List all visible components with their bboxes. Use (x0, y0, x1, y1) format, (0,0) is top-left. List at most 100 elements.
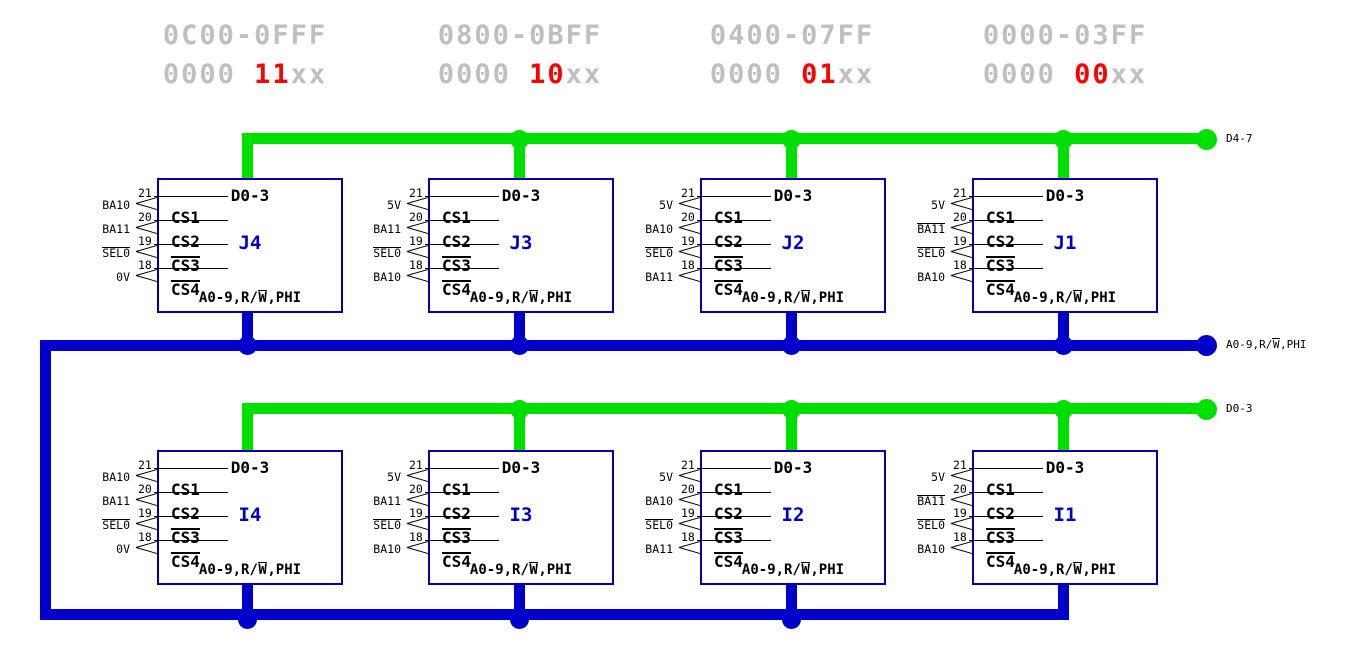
pin-label: CS1 (986, 480, 1015, 499)
chip-i4[interactable]: D0-3 I4 CS1 CS2 CS3 CS4 A0-9,R/W,PHI (157, 450, 343, 585)
chip-j4[interactable]: D0-3 J4 CS1 CS2 CS3 CS4 A0-9,R/W,PHI (157, 178, 343, 313)
ext-pinnum-0: 21 (953, 186, 967, 200)
pin-label: CS1 (986, 208, 1015, 227)
ext-pinnum-0: 21 (409, 458, 423, 472)
addr-label-a: A0-9,R/ (469, 290, 529, 306)
ext-pinnum-0: 21 (681, 186, 695, 200)
signal-label: BA11 (102, 494, 130, 508)
chip-pin-list: CS1 CS2 CS3 CS4 (986, 206, 1015, 302)
ext-wire-3c (154, 540, 228, 541)
chip-data-pins-label: D0-3 (501, 458, 541, 477)
pin-label-overbar: CS4 (171, 280, 200, 299)
d0-3-bus-horizontal (242, 403, 1205, 414)
addr-label-w-overbar: W (1072, 290, 1083, 306)
chip-j3[interactable]: D0-3 J3 CS1 CS2 CS3 CS4 A0-9,R/W,PHI (428, 178, 614, 313)
ext-wire-2b (135, 251, 158, 259)
pin-label-overbar: CS4 (442, 280, 471, 299)
mask-highlight: 00 (1074, 59, 1111, 90)
ext-pinnum-0: 21 (681, 458, 695, 472)
address-range-label: 0400-07FF (709, 20, 875, 51)
ext-wire-3c (969, 268, 1043, 269)
ext-wire-1c (154, 220, 228, 221)
ext-signal-2: SEL0 (885, 246, 945, 260)
ext-wire-1b (135, 499, 158, 507)
chip-pin-cs1: CS1 (171, 206, 200, 230)
ext-wire-3b (406, 547, 429, 555)
pin-number: 18 (138, 258, 152, 272)
ext-wire-0b (135, 203, 158, 211)
junction-dot-d4-7-j3 (510, 130, 529, 149)
ext-pinnum-1: 20 (681, 482, 695, 496)
ext-pinnum-2: 19 (409, 234, 423, 248)
pin-number: 20 (409, 482, 423, 496)
pin-label: CS2 (171, 504, 200, 523)
chip-address-pins-label: A0-9,R/W,PHI (702, 290, 884, 306)
pin-label-overbar: CS3 (442, 528, 471, 547)
mask-prefix: 0000 (982, 59, 1075, 90)
addr-label-w-overbar: W (528, 562, 539, 578)
ext-pinnum-1: 20 (409, 210, 423, 224)
signal-label-overbar: BA11 (917, 494, 945, 508)
ext-wire-3b (950, 547, 973, 555)
mask-prefix: 0000 (437, 59, 530, 90)
chip-i1[interactable]: D0-3 I1 CS1 CS2 CS3 CS4 A0-9,R/W,PHI (972, 450, 1158, 585)
ext-pinnum-3: 18 (953, 530, 967, 544)
pin-number: 18 (681, 258, 695, 272)
d0-3-stub-i4 (242, 403, 253, 452)
chip-j2[interactable]: D0-3 J2 CS1 CS2 CS3 CS4 A0-9,R/W,PHI (700, 178, 886, 313)
pin-label-overbar: CS3 (442, 256, 471, 275)
chip-data-pins-label: D0-3 (230, 186, 270, 205)
chip-i2[interactable]: D0-3 I2 CS1 CS2 CS3 CS4 A0-9,R/W,PHI (700, 450, 886, 585)
ext-pinnum-3: 18 (138, 258, 152, 272)
pin-number: 19 (953, 234, 967, 248)
chip-pin-list: CS1 CS2 CS3 CS4 (171, 206, 200, 302)
pin-number: 21 (953, 186, 967, 200)
bus-label-text-a: A0-9,R/ (1226, 338, 1273, 351)
chip-j1[interactable]: D0-3 J1 CS1 CS2 CS3 CS4 A0-9,R/W,PHI (972, 178, 1158, 313)
junction-dot-d0-3-i3 (510, 400, 529, 419)
junction-dot-addr-i3 (510, 610, 529, 629)
signal-label: 5V (659, 198, 673, 212)
ext-signal-1: BA10 (613, 494, 673, 508)
chip-pin-cs1: CS1 (714, 478, 743, 502)
ext-pinnum-2: 19 (953, 506, 967, 520)
chip-pin-cs1: CS1 (986, 206, 1015, 230)
pin-number: 18 (953, 530, 967, 544)
ext-pinnum-2: 19 (953, 234, 967, 248)
chip-pin-cs3: CS3 (442, 254, 471, 278)
pin-label: CS1 (714, 480, 743, 499)
ext-wire-0c (425, 468, 499, 469)
chip-i3[interactable]: D0-3 I3 CS1 CS2 CS3 CS4 A0-9,R/W,PHI (428, 450, 614, 585)
signal-label: 0V (116, 270, 130, 284)
address-bus-horizontal-bottom (40, 609, 1069, 620)
ext-wire-1c (425, 492, 499, 493)
signal-label-overbar: SEL0 (917, 246, 945, 260)
chip-pin-cs4: CS4 (714, 550, 743, 574)
junction-dot-d4-7-j1 (1054, 130, 1073, 149)
ext-wire-0b (950, 475, 973, 483)
ext-signal-2: SEL0 (613, 518, 673, 532)
pin-label-overbar: CS4 (442, 552, 471, 571)
address-bus-left-riser (40, 340, 51, 620)
chip-address-pins-label: A0-9,R/W,PHI (430, 290, 612, 306)
pin-number: 21 (953, 458, 967, 472)
ext-signal-0: BA10 (70, 198, 130, 212)
mask-suffix: xx (565, 59, 603, 90)
mask-highlight: 10 (529, 59, 566, 90)
chip-pin-list: CS1 CS2 CS3 CS4 (442, 478, 471, 574)
ext-wire-3c (154, 268, 228, 269)
ext-wire-1b (406, 499, 429, 507)
ext-wire-2b (950, 523, 973, 531)
pin-number: 20 (953, 210, 967, 224)
ext-pinnum-2: 19 (138, 234, 152, 248)
pin-number: 19 (953, 506, 967, 520)
pin-number: 19 (409, 506, 423, 520)
pin-label: CS2 (986, 232, 1015, 251)
ext-signal-3: BA10 (885, 270, 945, 284)
d0-3-stub-i3 (514, 403, 525, 452)
signal-label: BA11 (373, 494, 401, 508)
address-stub-j4 (242, 311, 253, 343)
addr-label-w-overbar: W (528, 290, 539, 306)
addr-label-b: ,PHI (267, 290, 302, 306)
junction-dot-addr-j3 (510, 336, 529, 355)
